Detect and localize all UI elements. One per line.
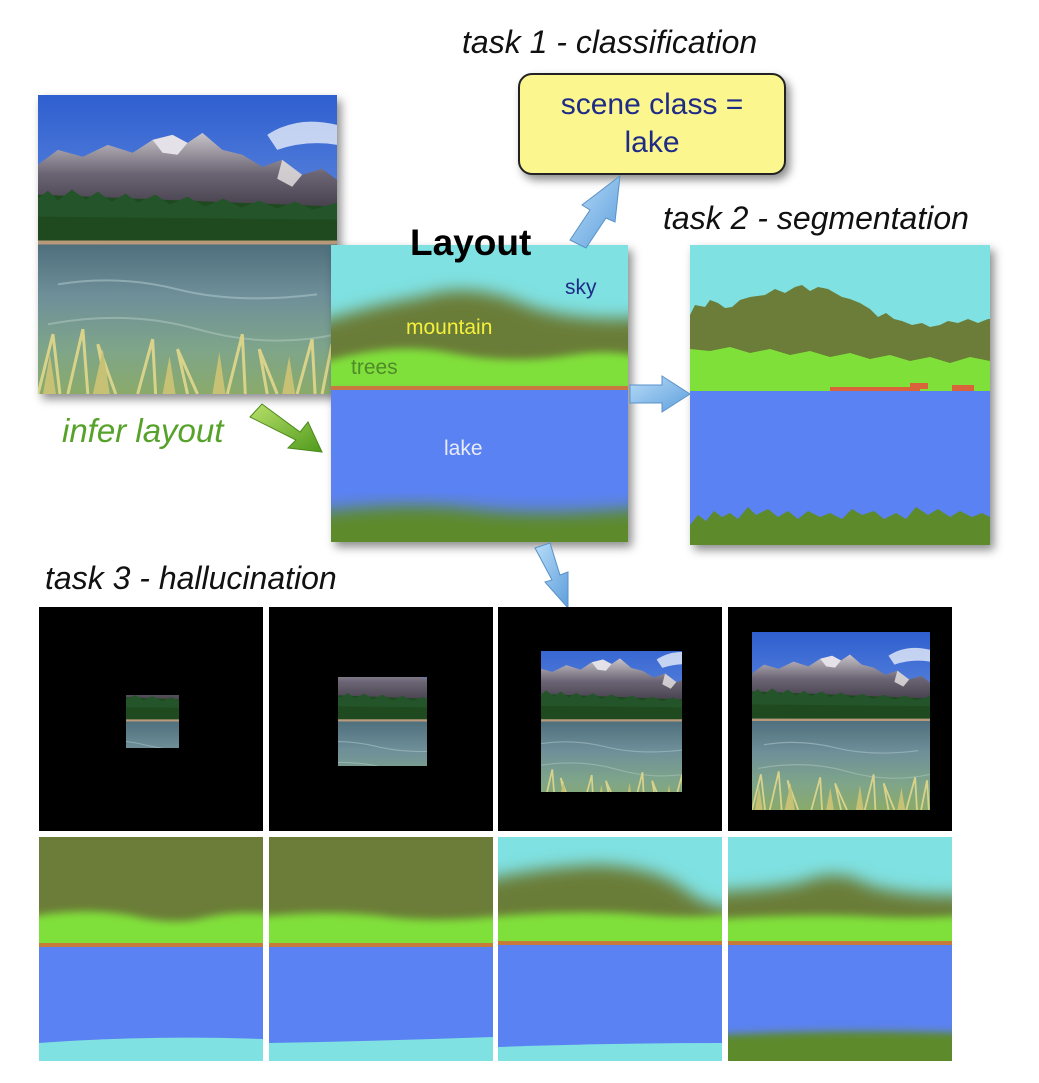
hallucination-photo-4 [728, 607, 952, 831]
segmentation-map [690, 245, 990, 545]
task1-label: task 1 - classification [462, 24, 758, 60]
hallucination-arrow-icon [534, 542, 569, 610]
scene-class-box: scene class = lake [518, 73, 786, 175]
scene-class-line1: scene class = [560, 88, 744, 121]
infer-layout-label: infer layout [62, 412, 224, 449]
region-label-lake: lake [444, 437, 483, 460]
region-label-sky: sky [565, 276, 597, 299]
region-label-mountain: mountain [406, 316, 493, 339]
hallucination-layout-1 [39, 837, 263, 1061]
segmentation-arrow-icon [629, 375, 691, 413]
region-label-trees: trees [351, 356, 398, 379]
infer-arrow-icon [249, 403, 323, 453]
hallucination-photo-1 [39, 607, 263, 831]
classification-arrow-icon [569, 174, 621, 249]
layout-map [331, 245, 628, 542]
layout-title: Layout [410, 222, 532, 263]
task2-label: task 2 - segmentation [663, 200, 969, 236]
hallucination-layout-4 [728, 837, 952, 1061]
task3-label: task 3 - hallucination [45, 560, 337, 596]
hallucination-photo-2 [269, 607, 493, 831]
hallucination-photo-3 [498, 607, 722, 831]
hallucination-layout-2 [269, 837, 493, 1061]
input-photo [38, 95, 337, 394]
scene-class-line2: lake [624, 126, 680, 159]
hallucination-layout-3 [498, 837, 722, 1061]
